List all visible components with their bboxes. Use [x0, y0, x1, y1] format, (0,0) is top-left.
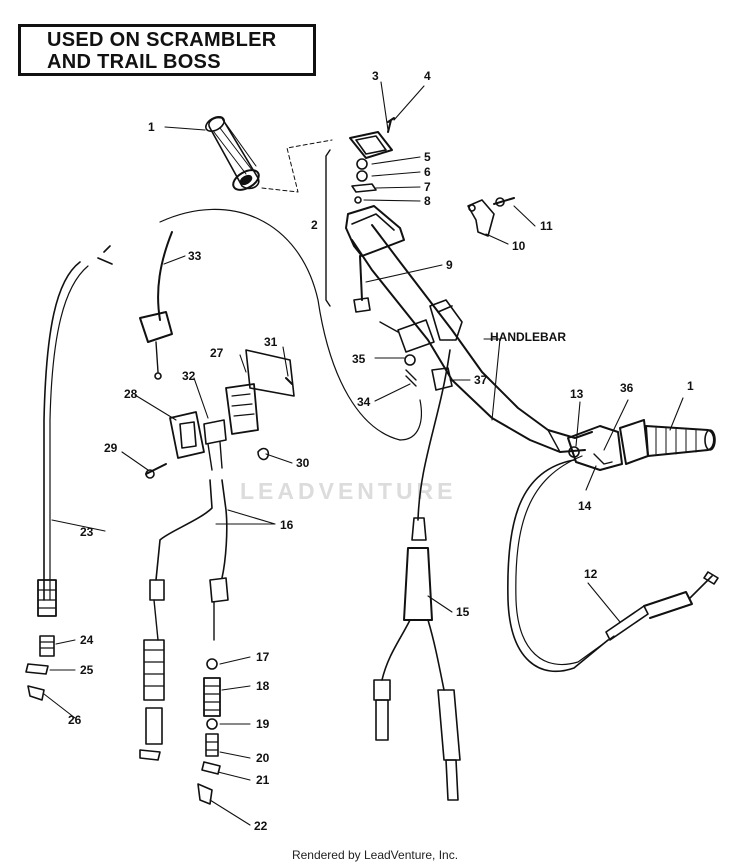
callout-35: 35: [352, 352, 366, 366]
callout-5: 5: [424, 150, 431, 164]
adjuster-stack: [139, 639, 221, 805]
cable-15: [373, 349, 461, 801]
callout-3: 3: [372, 69, 379, 83]
callout-4: 4: [424, 69, 431, 83]
callout-37: 37: [474, 373, 488, 387]
callout-30: 30: [296, 456, 310, 470]
callout-2: 2: [311, 218, 318, 232]
callout-28: 28: [124, 387, 138, 401]
callout-26: 26: [68, 713, 82, 727]
title-line-2: AND TRAIL BOSS: [47, 51, 221, 73]
callout-10: 10: [512, 239, 526, 253]
callout-20: 20: [256, 751, 270, 765]
callout-1-right: 1: [687, 379, 694, 393]
callout-32: 32: [182, 369, 196, 383]
left-grip: [205, 115, 333, 193]
callout-21: 21: [256, 773, 270, 787]
handlebar-clamp: [379, 299, 463, 391]
leader-lines: [43, 81, 684, 826]
callout-31: 31: [264, 335, 278, 349]
right-control-housing: [567, 419, 649, 471]
lever-pivot-bracket: [467, 197, 515, 237]
cable-23: [25, 245, 113, 701]
callout-18: 18: [256, 679, 270, 693]
callout-9: 9: [446, 258, 453, 272]
title-line-1: USED ON SCRAMBLER: [47, 29, 277, 51]
callout-22: 22: [254, 819, 268, 833]
handlebar-label: HANDLEBAR: [490, 330, 566, 344]
callout-33: 33: [188, 249, 202, 263]
title-box: USED ON SCRAMBLER AND TRAIL BOSS: [18, 24, 316, 76]
callout-19: 19: [256, 717, 270, 731]
footer-credit: Rendered by LeadVenture, Inc.: [291, 848, 459, 862]
callout-15: 15: [456, 605, 470, 619]
callout-17: 17: [256, 650, 270, 664]
callout-6: 6: [424, 165, 431, 179]
right-grip: [645, 425, 716, 457]
callout-11: 11: [540, 219, 553, 233]
callout-27: 27: [210, 346, 224, 360]
throttle-housing: [325, 117, 405, 313]
callout-7: 7: [424, 180, 431, 194]
callout-24: 24: [80, 633, 94, 647]
callout-1-left: 1: [148, 120, 155, 134]
callout-16: 16: [280, 518, 294, 532]
callout-34: 34: [357, 395, 371, 409]
callouts: 1 3 4 5 6 7 8 2 9 11 10 HANDLEBAR 35 34 …: [68, 69, 694, 833]
watermark: LEADVENTURE: [240, 478, 457, 504]
callout-36: 36: [620, 381, 634, 395]
callout-12: 12: [584, 567, 598, 581]
callout-25: 25: [80, 663, 94, 677]
cable-33: [139, 208, 422, 441]
callout-23: 23: [80, 525, 94, 539]
callout-13: 13: [570, 387, 584, 401]
callout-14: 14: [578, 499, 592, 513]
cable-16: [149, 479, 229, 641]
callout-29: 29: [104, 441, 118, 455]
callout-8: 8: [424, 194, 431, 208]
switch-assembly: [145, 411, 227, 479]
cable-12: [507, 455, 719, 673]
mounting-bracket: [225, 349, 295, 461]
